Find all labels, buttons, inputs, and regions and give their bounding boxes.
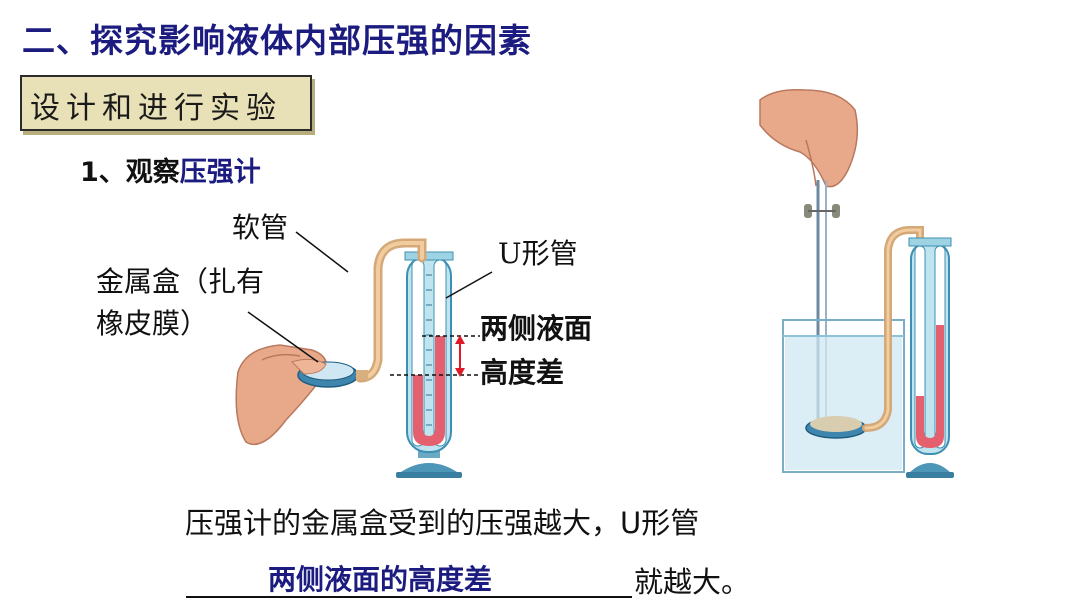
conclusion-answer: 两侧液面的高度差 [268, 563, 493, 596]
metal-box-label-line1: 金属盒（扎有 [96, 265, 265, 298]
holding-hand-icon [759, 88, 859, 188]
hose-leader [295, 231, 349, 273]
beaker [782, 319, 905, 473]
height-diff-label-line1: 两侧液面 [480, 312, 593, 345]
metal-box [297, 361, 368, 388]
section-badge-label: 设计和进行实验 [30, 91, 282, 126]
conclusion-sentence: 压强计的金属盒受到的压强越大，U形管 [185, 506, 700, 540]
u-tube-leader [445, 271, 493, 299]
conclusion-tail: 就越大。 [634, 565, 751, 599]
step-heading: 1、观察压强计 [80, 150, 261, 189]
page-title: 二、探究影响液体内部压强的因素 [22, 21, 532, 60]
right-u-tube [906, 237, 954, 478]
tube-scale [426, 274, 432, 426]
answer-underline [186, 596, 632, 598]
section-badge: 设计和进行实验 [20, 75, 312, 131]
u-tube-label: U形管 [498, 237, 578, 270]
u-tube [404, 251, 454, 453]
height-diff-label-line2: 高度差 [480, 356, 565, 389]
metal-box-leader [247, 311, 319, 363]
step-number: 1、观察 [80, 157, 180, 188]
step-highlight: 压强计 [179, 157, 261, 188]
metal-box-label-line2: 橡皮膜） [96, 307, 209, 340]
hose-label: 软管 [232, 211, 289, 244]
